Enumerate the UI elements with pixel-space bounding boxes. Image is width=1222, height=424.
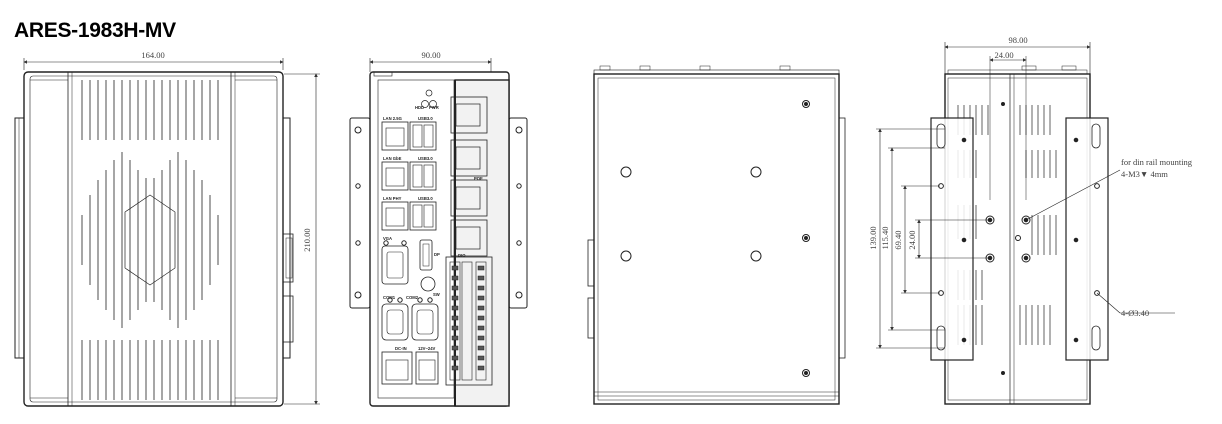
front-view — [349, 58, 528, 407]
label-usb1: USB3.0 — [418, 116, 433, 121]
label-usb3: USB3.0 — [418, 196, 433, 201]
dim-front-width: 90.00 — [421, 50, 440, 60]
top-view — [14, 58, 320, 407]
label-com2: COM2 — [406, 295, 419, 300]
din-rail-screw: 4-M3▼ 4mm — [1121, 169, 1168, 179]
dim-side-inner: 24.00 — [994, 50, 1013, 60]
dim-top-height: 210.00 — [302, 228, 312, 251]
label-dp: DP — [434, 252, 440, 257]
label-hdd: HDD — [415, 105, 424, 110]
dim-v1: 139.00 — [868, 226, 878, 249]
label-lan3: LAN PHY — [383, 196, 402, 201]
label-lan1: LAN 2.5G — [383, 116, 402, 121]
dim-side-width: 98.00 — [1008, 35, 1027, 45]
label-dcv: 12V~24V — [418, 346, 436, 351]
leader-din-rail — [1025, 169, 1121, 221]
label-sw: SW — [433, 292, 440, 297]
hole-note: 4-Ø3.40 — [1121, 308, 1149, 318]
label-dio: DIO — [458, 253, 466, 258]
bottom-view — [587, 65, 846, 405]
dim-top-width: 164.00 — [141, 50, 164, 60]
label-dcin: DC-IN — [395, 346, 407, 351]
leader-hole — [1096, 292, 1121, 314]
din-rail-note: for din rail mounting — [1121, 157, 1193, 167]
dim-v3: 69.40 — [893, 230, 903, 249]
label-com1: COM1 — [383, 295, 396, 300]
page-title: ARES-1983H-MV — [14, 19, 176, 42]
side-view — [876, 42, 1175, 405]
label-pwr: PWR — [429, 105, 439, 110]
label-poe: POE — [474, 176, 483, 181]
dim-v4: 24.00 — [907, 230, 917, 249]
label-lan2: LAN GbE — [383, 156, 402, 161]
dim-v2: 115.40 — [880, 226, 890, 249]
label-vga: VGA — [383, 236, 392, 241]
port-labels: HDD PWR LAN 2.5G USB3.0 LAN GbE USB3.0 L… — [383, 105, 483, 351]
label-usb2: USB3.0 — [418, 156, 433, 161]
